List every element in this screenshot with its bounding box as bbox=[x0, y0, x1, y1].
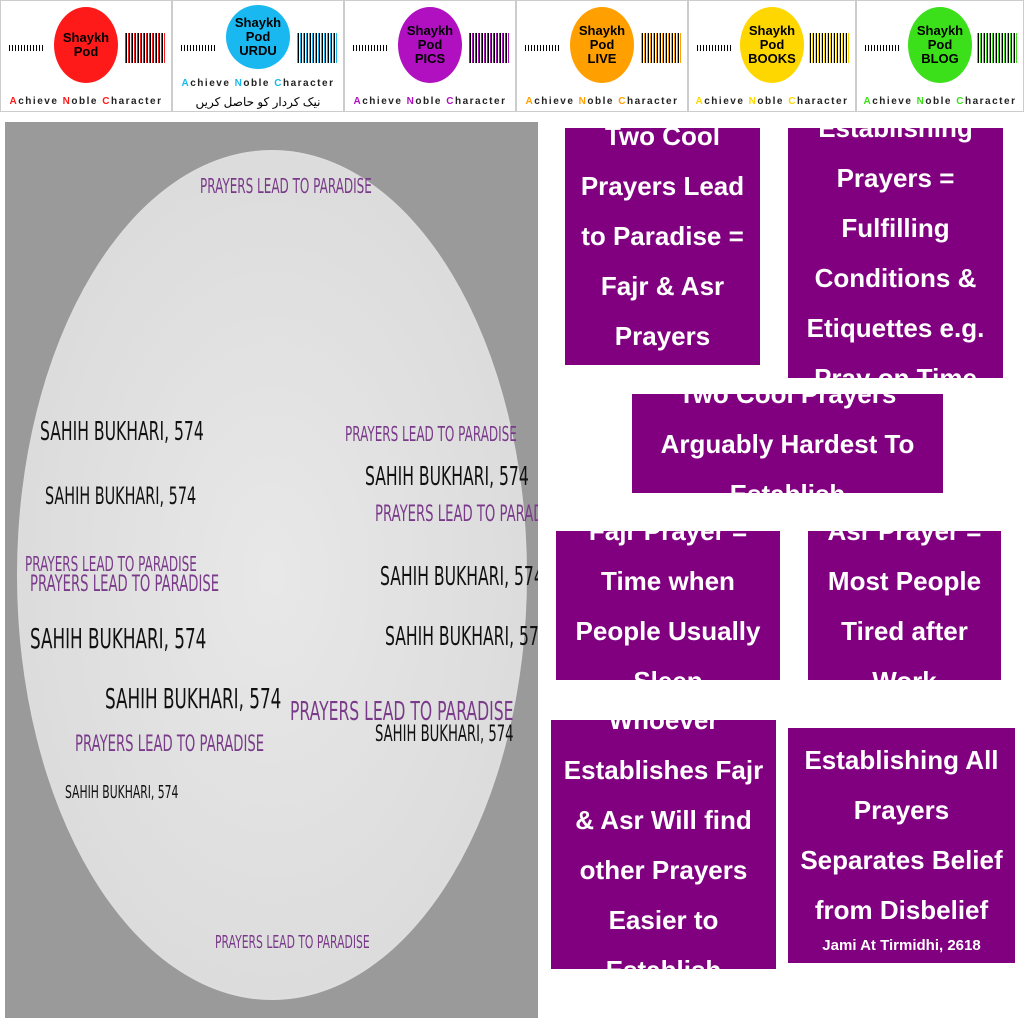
logo-text: Shaykh bbox=[578, 23, 626, 38]
cloud-word: PRAYERS LEAD TO PARADISE bbox=[75, 732, 265, 757]
cloud-word: SAHIH BUKHARI, 574 bbox=[105, 682, 282, 715]
waveform-icon bbox=[525, 45, 561, 51]
logo-circle: Shaykh Pod BLOG bbox=[908, 7, 972, 83]
box-text: Establishing All Prayers Separates Belie… bbox=[800, 744, 1003, 925]
waveform-icon bbox=[469, 33, 509, 63]
logo-shaykhpod-5[interactable]: Shaykh Pod BLOG Achieve Noble Character bbox=[856, 0, 1024, 112]
box-text: Asr Prayer = Most People Tired after Wor… bbox=[827, 515, 982, 696]
logo-text: LIVE bbox=[587, 51, 617, 66]
logo-text: Pod bbox=[73, 44, 99, 59]
cloud-word: PRAYERS LEAD TO PARADISE bbox=[215, 932, 370, 953]
box-source: Jami At Tirmidhi, 2618 bbox=[822, 936, 981, 954]
logo-shaykhpod-4[interactable]: Shaykh Pod BOOKS Achieve Noble Character bbox=[688, 0, 856, 112]
waveform-icon bbox=[9, 45, 45, 51]
logo-text: Shaykh bbox=[234, 15, 282, 30]
logo-text: Shaykh bbox=[916, 23, 964, 38]
cloud-word: SAHIH BUKHARI, 574 bbox=[30, 622, 207, 655]
cloud-word: PRAYERS LEAD TO PARADISE bbox=[375, 502, 538, 527]
waveform-icon bbox=[977, 33, 1017, 63]
cloud-word: PRAYERS LEAD TO PARADISE bbox=[290, 697, 514, 727]
waveform-icon bbox=[697, 45, 733, 51]
info-box-asr: Asr Prayer = Most People Tired after Wor… bbox=[808, 516, 1001, 696]
logo-text: BOOKS bbox=[748, 51, 796, 66]
logo-tagline: Achieve Noble Character bbox=[525, 96, 679, 107]
waveform-icon bbox=[865, 45, 901, 51]
waveform-icon bbox=[297, 33, 337, 63]
cloud-word: SAHIH BUKHARI, 574 bbox=[380, 562, 538, 592]
logo-text: Pod bbox=[589, 37, 615, 52]
waveform-icon bbox=[125, 33, 165, 63]
logo-tagline: Achieve Noble Character bbox=[353, 96, 507, 107]
logo-tagline: Achieve Noble Character bbox=[181, 78, 335, 89]
box-text: Fajr Prayer = Time when People Usually S… bbox=[575, 515, 761, 696]
logo-text: Pod bbox=[417, 37, 443, 52]
logo-text: Pod bbox=[927, 37, 953, 52]
info-box-establishing: Establishing Prayers = Fulfilling Condit… bbox=[788, 113, 1003, 393]
logo-circle: Shaykh Pod URDU bbox=[226, 5, 290, 69]
logo-tagline: Achieve Noble Character bbox=[9, 96, 163, 107]
logo-text: Pod bbox=[245, 29, 271, 44]
logo-tagline: Achieve Noble Character bbox=[863, 96, 1017, 107]
logo-circle: Shaykh Pod LIVE bbox=[570, 7, 634, 83]
logo-shaykhpod-1[interactable]: Shaykh Pod URDU Achieve Noble Character … bbox=[172, 0, 344, 112]
waveform-icon bbox=[353, 45, 389, 51]
logo-urdu-tagline: نیک کردار کو حاصل کریں bbox=[195, 95, 321, 109]
logo-shaykhpod-2[interactable]: Shaykh Pod PICS Achieve Noble Character bbox=[344, 0, 516, 112]
cloud-word: SAHIH BUKHARI, 574 bbox=[45, 482, 197, 510]
cloud-word: SAHIH BUKHARI, 574 bbox=[375, 722, 514, 747]
logo-text: Shaykh bbox=[406, 23, 454, 38]
box-text: Establishing Prayers = Fulfilling Condit… bbox=[806, 113, 985, 393]
cloud-word: PRAYERS LEAD TO PARADISE bbox=[200, 174, 372, 198]
cloud-word: PRAYERS LEAD TO PARADISE bbox=[345, 422, 517, 446]
logo-text: Pod bbox=[759, 37, 785, 52]
box-text: Two Cool Prayers Arguably Hardest To Est… bbox=[660, 378, 915, 509]
cloud-word: SAHIH BUKHARI, 574 bbox=[65, 782, 179, 803]
logo-text: URDU bbox=[239, 43, 277, 58]
logo-circle: Shaykh Pod PICS bbox=[398, 7, 462, 83]
logo-tagline: Achieve Noble Character bbox=[695, 96, 849, 107]
cloud-word: SAHIH BUKHARI, 574 bbox=[365, 462, 529, 492]
waveform-icon bbox=[181, 45, 217, 51]
info-box-whoever: Whoever Establishes Fajr & Asr Will find… bbox=[551, 705, 776, 985]
waveform-icon bbox=[809, 33, 849, 63]
logo-text: Shaykh bbox=[748, 23, 796, 38]
info-box-all-prayers: Establishing All Prayers Separates Belie… bbox=[788, 728, 1015, 963]
box-text: Whoever Establishes Fajr & Asr Will find… bbox=[563, 704, 764, 985]
cloud-word: SAHIH BUKHARI, 574 bbox=[40, 417, 204, 447]
cloud-word: SAHIH BUKHARI, 574 bbox=[385, 622, 538, 652]
logo-circle: Shaykh Pod bbox=[54, 7, 118, 83]
logo-text: PICS bbox=[414, 51, 446, 66]
info-box-hardest: Two Cool Prayers Arguably Hardest To Est… bbox=[632, 379, 943, 509]
cloud-word: PRAYERS LEAD TO PARADISE bbox=[30, 572, 220, 597]
info-box-two-cool-prayers: Two Cool Prayers Lead to Paradise = Fajr… bbox=[565, 121, 760, 380]
logo-text: Shaykh bbox=[62, 30, 110, 45]
waveform-icon bbox=[641, 33, 681, 63]
box-text: Two Cool Prayers Lead to Paradise = Fajr… bbox=[580, 120, 745, 351]
logo-shaykhpod-3[interactable]: Shaykh Pod LIVE Achieve Noble Character bbox=[516, 0, 688, 112]
box-source: Sahih Bukhari, 574 bbox=[595, 362, 730, 380]
info-box-fajr: Fajr Prayer = Time when People Usually S… bbox=[556, 516, 780, 696]
glow-circle bbox=[17, 150, 527, 1000]
logo-text: BLOG bbox=[921, 51, 959, 66]
cloud-word: PRAYERS LEAD TO PARADISE bbox=[25, 552, 197, 576]
logo-shaykhpod-0[interactable]: Shaykh Pod Achieve Noble Character bbox=[0, 0, 172, 112]
logo-circle: Shaykh Pod BOOKS bbox=[740, 7, 804, 83]
